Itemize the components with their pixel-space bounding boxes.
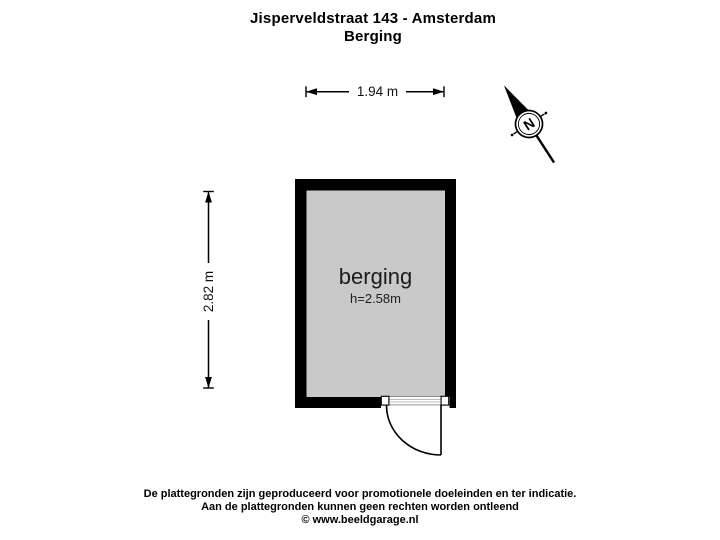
- room-floor: [306, 190, 445, 397]
- disclaimer-line-2: Aan de plattegronden kunnen geen rechten…: [201, 501, 519, 513]
- room-name-label: berging: [338, 264, 413, 289]
- compass-east-dot: [544, 111, 548, 115]
- height-dimension-arrowhead-bottom: [205, 377, 212, 388]
- height-dimension-label: 2.82 m: [199, 263, 218, 320]
- width-dimension-arrowhead-left: [306, 88, 317, 96]
- width-dimension-label: 1.94 m: [349, 82, 406, 101]
- compass: N: [503, 85, 556, 164]
- door-swing-arc: [385, 405, 442, 456]
- door-right-jamb: [440, 395, 450, 406]
- height-dimension-arrowhead-top: [205, 191, 212, 203]
- width-dimension-arrowhead-right: [433, 88, 444, 96]
- compass-ring-inner: [517, 112, 541, 136]
- page-title: Jisperveldstraat 143 - Amsterdam: [250, 10, 496, 27]
- disclaimer-line-1: De plattegronden zijn geproduceerd voor …: [143, 488, 577, 500]
- room-ceiling-height-label: h=2.58m: [350, 291, 401, 306]
- compass-ring-outer: [514, 109, 544, 139]
- door-threshold: [388, 396, 442, 406]
- page-subtitle: Berging: [343, 28, 403, 45]
- room-berging: [295, 179, 456, 456]
- page-header: Jisperveldstraat 143 - Amsterdam Berging: [26, 10, 720, 46]
- copyright-line: © www.beeldgarage.nl: [301, 514, 419, 526]
- compass-west-dot: [510, 133, 514, 137]
- footer-disclaimer: De plattegronden zijn geproduceerd voor …: [0, 488, 720, 527]
- door-left-jamb: [380, 395, 390, 406]
